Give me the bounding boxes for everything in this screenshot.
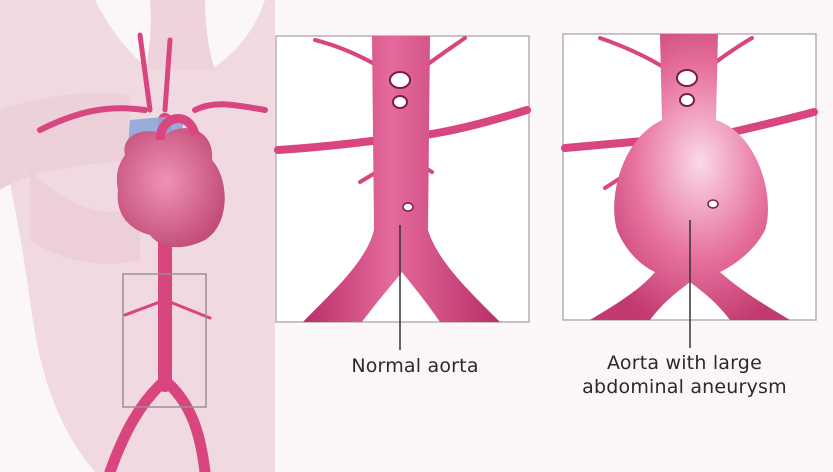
neck <box>145 0 215 70</box>
aneurysm-ostium-2 <box>680 94 694 106</box>
aneurysm-ostium-3 <box>708 200 718 208</box>
aneurysm-label-line2: abdominal aneurysm <box>536 375 833 399</box>
normal-aorta-panel <box>276 36 529 350</box>
aneurysm-ostium-1 <box>677 70 697 86</box>
torso-illustration <box>0 0 275 472</box>
aneurysm-panel <box>563 34 816 348</box>
normal-ostium-2 <box>393 96 407 108</box>
normal-ostium-3 <box>403 203 413 211</box>
aneurysm-label-line1: Aorta with large <box>536 351 833 375</box>
normal-ostium-1 <box>390 72 410 88</box>
aneurysm-label: Aorta with large abdominal aneurysm <box>536 351 833 399</box>
normal-aorta-label: Normal aorta <box>300 354 530 378</box>
